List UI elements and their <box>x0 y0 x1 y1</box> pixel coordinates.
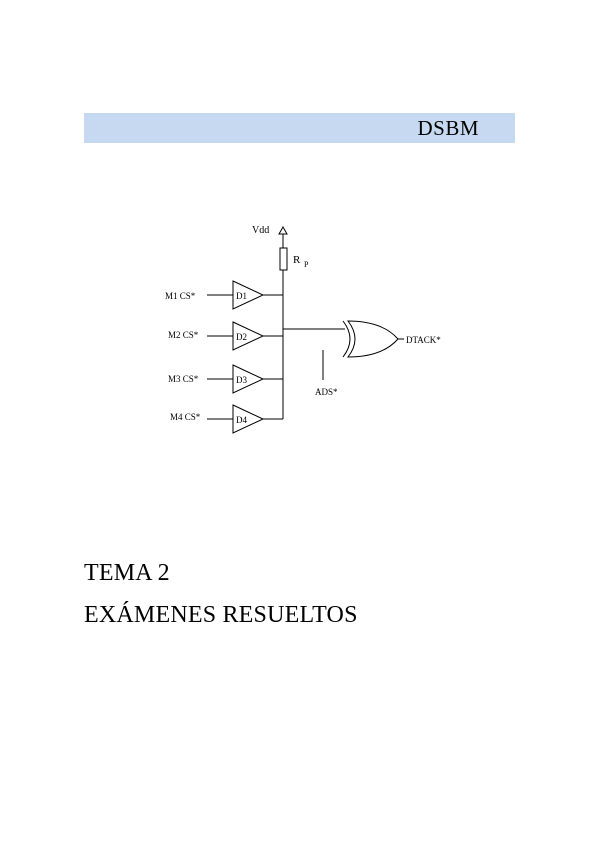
output-label: DTACK* <box>406 335 441 345</box>
driver-label-d1: D1 <box>236 291 247 301</box>
ads-label: ADS* <box>315 387 338 397</box>
pullup-resistor <box>279 247 288 271</box>
driver-label-d3: D3 <box>236 375 247 385</box>
circuit-diagram: Vdd R P M1 CS* M2 CS* M3 CS* M4 CS* D1 D… <box>165 225 441 434</box>
input-label-m2: M2 CS* <box>168 330 199 340</box>
chapter-subtitle: EXÁMENES RESUELTOS <box>84 602 358 628</box>
resistor-subscript: P <box>304 260 309 269</box>
input-label-m1: M1 CS* <box>165 291 196 301</box>
input-label-m4: M4 CS* <box>170 412 201 422</box>
driver-label-d4: D4 <box>236 415 247 425</box>
header-band: DSBM <box>84 113 515 143</box>
xor-gate <box>346 320 399 358</box>
driver-label-d2: D2 <box>236 332 247 342</box>
vdd-arrow <box>278 225 288 235</box>
chapter-title: TEMA 2 <box>84 560 170 586</box>
header-title: DSBM <box>417 116 479 140</box>
vdd-label: Vdd <box>252 225 269 236</box>
input-label-m3: M3 CS* <box>168 374 199 384</box>
resistor-label: R <box>293 254 301 266</box>
